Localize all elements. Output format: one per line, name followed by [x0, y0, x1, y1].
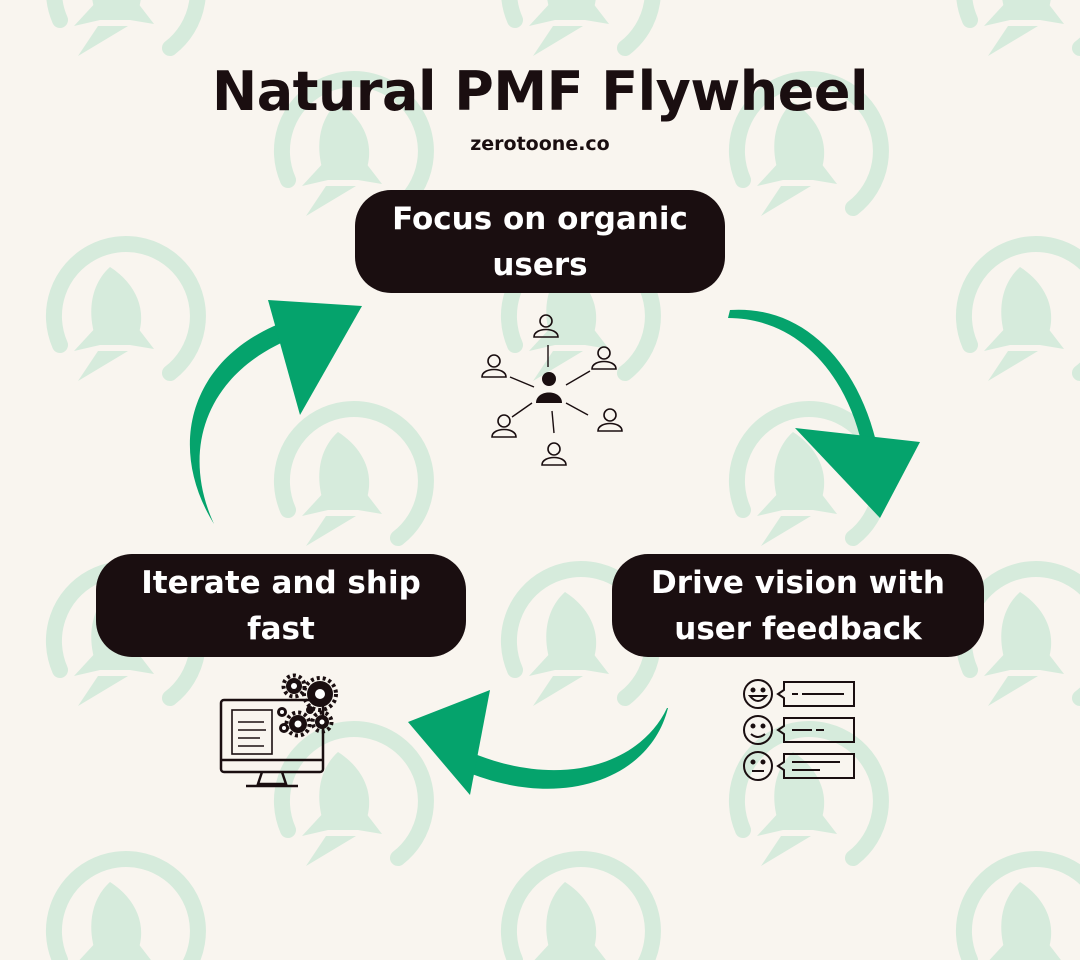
user-network-icon	[481, 314, 623, 466]
page-subtitle: zerotoone.co	[470, 133, 610, 155]
feedback-faces-icon	[743, 679, 855, 781]
computer-gears-icon	[219, 673, 338, 788]
arrow-top-to-right	[728, 309, 920, 518]
step-iterate-ship-fast: Iterate and ship fast	[96, 554, 466, 657]
step-focus-organic-users: Focus on organic users	[355, 190, 725, 293]
arrow-left-to-top	[189, 300, 362, 524]
page-title: Natural PMF Flywheel	[212, 60, 868, 123]
arrow-right-to-left	[408, 690, 668, 795]
step-drive-vision-feedback: Drive vision with user feedback	[612, 554, 984, 657]
